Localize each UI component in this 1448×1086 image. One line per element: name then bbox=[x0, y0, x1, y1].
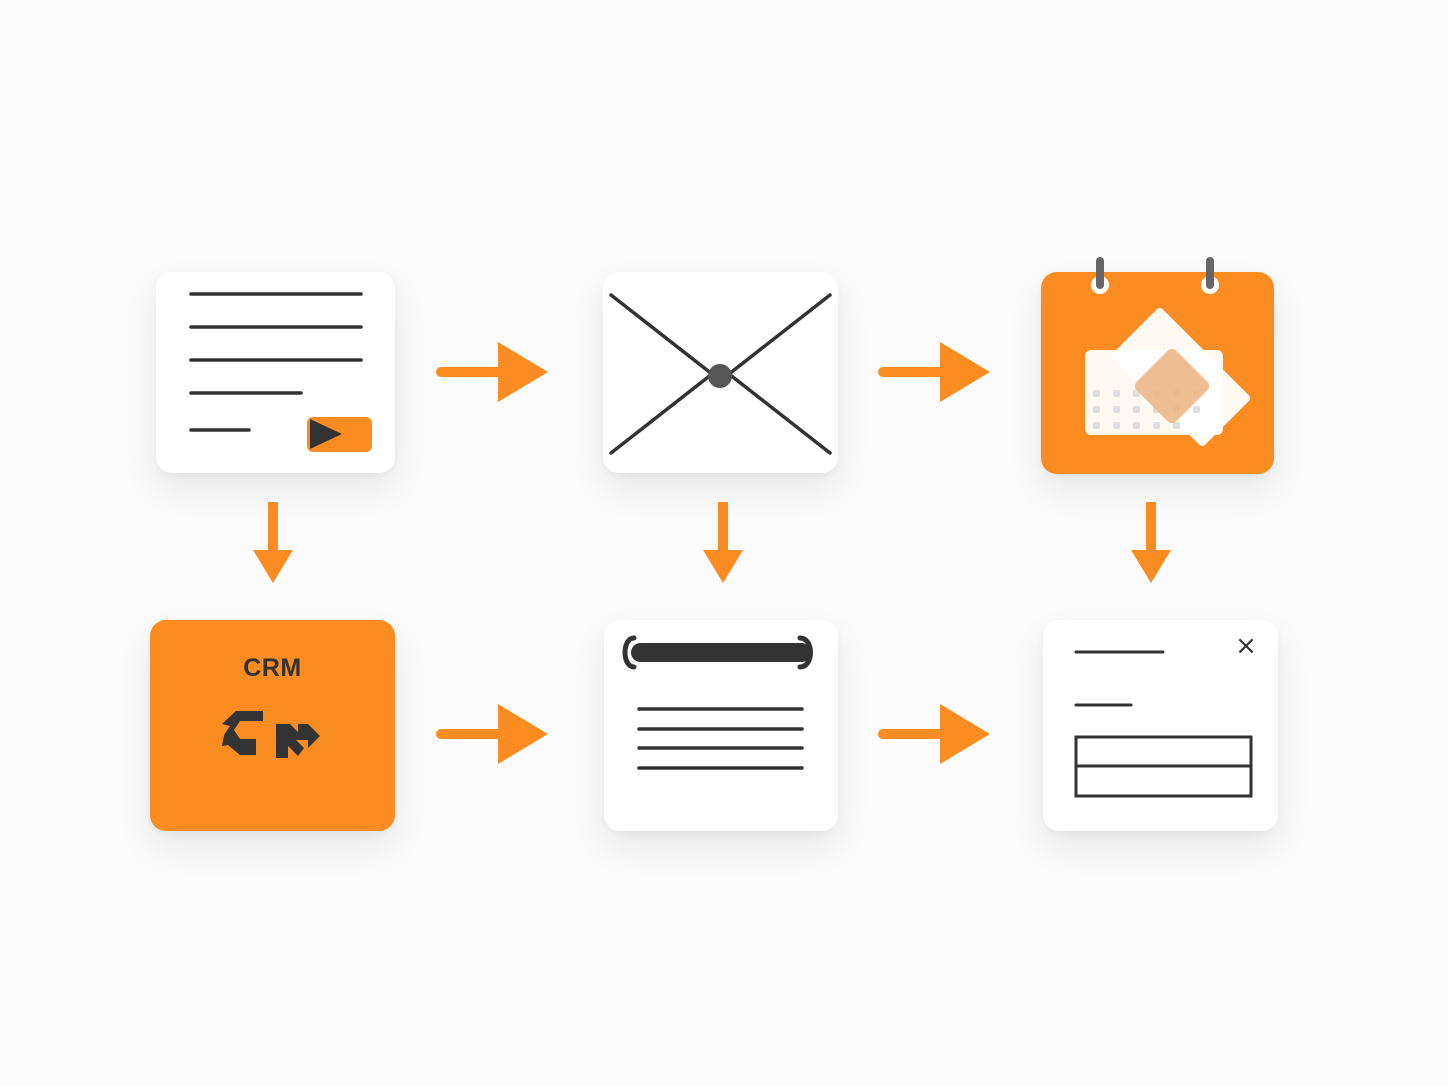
calendar-card bbox=[1041, 257, 1274, 474]
envelope-icon bbox=[609, 293, 832, 455]
right-arrow-icon bbox=[442, 342, 548, 402]
edge-email-to-calendar bbox=[878, 342, 990, 402]
notes-list-icon bbox=[622, 635, 813, 770]
envelope-seal bbox=[708, 364, 732, 388]
dialog-window-icon bbox=[1074, 650, 1253, 798]
binding-bar bbox=[622, 635, 813, 670]
edge-form-to-crm bbox=[253, 502, 293, 583]
close-icon[interactable]: × bbox=[1235, 631, 1257, 661]
edge-notes-to-dialog bbox=[878, 704, 990, 764]
edge-email-to-notes bbox=[703, 502, 743, 583]
right-arrow-icon bbox=[884, 342, 990, 402]
play-icon bbox=[310, 419, 342, 449]
right-arrow-icon bbox=[442, 704, 548, 764]
crm-label: CRM bbox=[243, 654, 302, 682]
edge-form-to-email bbox=[436, 342, 548, 402]
right-arrow-icon bbox=[884, 704, 990, 764]
down-arrow-icon bbox=[253, 550, 293, 583]
down-arrow-icon bbox=[1131, 550, 1171, 583]
email-card bbox=[603, 272, 838, 473]
crm-sync-icon bbox=[222, 711, 320, 758]
calendar-rings bbox=[1091, 257, 1219, 294]
form-document-icon bbox=[189, 292, 372, 452]
return-arrow-icon bbox=[222, 711, 263, 755]
edge-crm-to-notes bbox=[436, 704, 548, 764]
edge-calendar-to-dialog bbox=[1131, 502, 1171, 583]
dialog-card: × bbox=[1043, 620, 1278, 831]
calendar-icon bbox=[1085, 257, 1251, 447]
forward-arrow-icon bbox=[276, 724, 320, 758]
notes-card bbox=[604, 620, 838, 831]
highlight-square bbox=[1134, 348, 1210, 424]
crm-card: CRM bbox=[150, 620, 395, 831]
down-arrow-icon bbox=[703, 550, 743, 583]
form-card bbox=[156, 272, 395, 473]
